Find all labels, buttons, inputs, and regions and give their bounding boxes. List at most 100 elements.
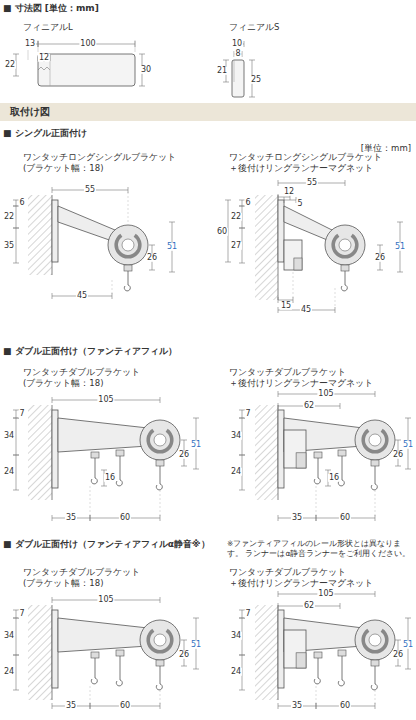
dimension: 22 — [4, 61, 16, 69]
stroke — [244, 41, 245, 47]
dimension: 8 — [234, 50, 241, 58]
stroke — [58, 418, 148, 452]
dimension: 34 — [3, 432, 15, 440]
stroke — [239, 228, 245, 229]
stroke — [318, 658, 319, 678]
stroke — [223, 82, 229, 83]
dimension: 34 — [3, 632, 15, 640]
dimension: 16 — [104, 474, 116, 482]
part-name: ワンタッチダブルブラケット — [228, 568, 347, 577]
stroke — [316, 703, 317, 709]
stroke — [58, 618, 148, 652]
stroke — [140, 420, 180, 460]
stroke — [361, 629, 388, 654]
stroke — [16, 610, 17, 618]
stroke — [239, 490, 245, 491]
stroke — [128, 271, 129, 285]
stroke — [345, 271, 346, 285]
stroke — [13, 490, 19, 491]
stroke — [120, 456, 121, 480]
dimension: 22 — [230, 213, 242, 221]
stroke — [52, 187, 53, 193]
stroke — [52, 610, 58, 688]
stroke — [239, 263, 245, 264]
stroke — [181, 440, 187, 441]
stroke — [16, 618, 17, 655]
stroke — [124, 285, 130, 291]
stroke — [371, 660, 379, 666]
stroke — [325, 486, 331, 487]
stroke — [139, 54, 145, 55]
stroke — [95, 458, 96, 478]
stroke — [13, 690, 19, 691]
stroke — [325, 470, 331, 471]
stroke — [314, 652, 322, 658]
stroke — [341, 285, 347, 291]
stroke — [160, 666, 161, 684]
stroke — [294, 258, 302, 270]
stroke — [405, 669, 411, 670]
stroke — [255, 195, 278, 300]
stroke — [135, 41, 136, 47]
stroke — [395, 640, 401, 641]
stroke — [232, 60, 244, 97]
stroke — [278, 194, 279, 200]
stroke — [284, 197, 285, 203]
stroke — [395, 440, 401, 441]
dimension: 51 — [394, 243, 406, 251]
dimension: 105 — [317, 390, 334, 398]
stroke — [91, 478, 97, 484]
stroke — [116, 680, 122, 686]
stroke — [149, 245, 155, 246]
illustration — [13, 40, 411, 709]
stroke — [52, 515, 53, 521]
stroke — [154, 434, 166, 446]
stroke — [278, 610, 284, 688]
stroke — [278, 591, 279, 597]
dimension: 35 — [291, 702, 303, 710]
part-name: ＋後付けリングランナーマグネット — [228, 579, 374, 588]
dimension: 24 — [230, 468, 242, 476]
stroke — [249, 97, 255, 98]
dimension: 13 — [24, 40, 36, 48]
stroke — [16, 655, 17, 690]
stroke — [28, 605, 52, 700]
stroke — [16, 455, 17, 490]
stroke — [160, 703, 161, 709]
stroke — [369, 634, 381, 646]
dimension: 55 — [84, 186, 96, 194]
stroke — [375, 591, 376, 597]
dimension: 60 — [119, 514, 131, 522]
stroke — [296, 653, 306, 668]
stroke — [90, 703, 91, 709]
stroke — [284, 430, 306, 468]
dimension: 60 — [216, 228, 228, 236]
stroke — [156, 460, 164, 466]
stroke — [108, 225, 148, 265]
stroke — [181, 466, 187, 467]
stroke — [242, 410, 243, 418]
part-name: (ブラケット幅：18) — [22, 164, 104, 173]
stroke — [16, 206, 17, 228]
stroke — [242, 200, 243, 206]
stroke — [38, 54, 135, 86]
stroke — [293, 272, 294, 298]
stroke — [405, 618, 411, 619]
dimension: 35 — [65, 514, 77, 522]
stroke — [146, 429, 173, 454]
part-name: (ブラケット幅：18) — [22, 379, 104, 388]
stroke — [296, 453, 306, 468]
stroke — [160, 597, 161, 603]
stroke — [160, 490, 161, 518]
dimension: 6 — [244, 199, 251, 207]
stroke — [314, 452, 322, 458]
dimension: 21 — [216, 67, 228, 75]
dimension: 26 — [374, 254, 386, 262]
stroke — [122, 239, 134, 251]
stroke — [377, 270, 383, 271]
part-name: [単位：mm] — [360, 144, 412, 153]
stroke — [13, 455, 19, 456]
section-heading: ■ 寸法図 [単位：mm] — [2, 4, 100, 13]
stroke — [91, 452, 99, 458]
